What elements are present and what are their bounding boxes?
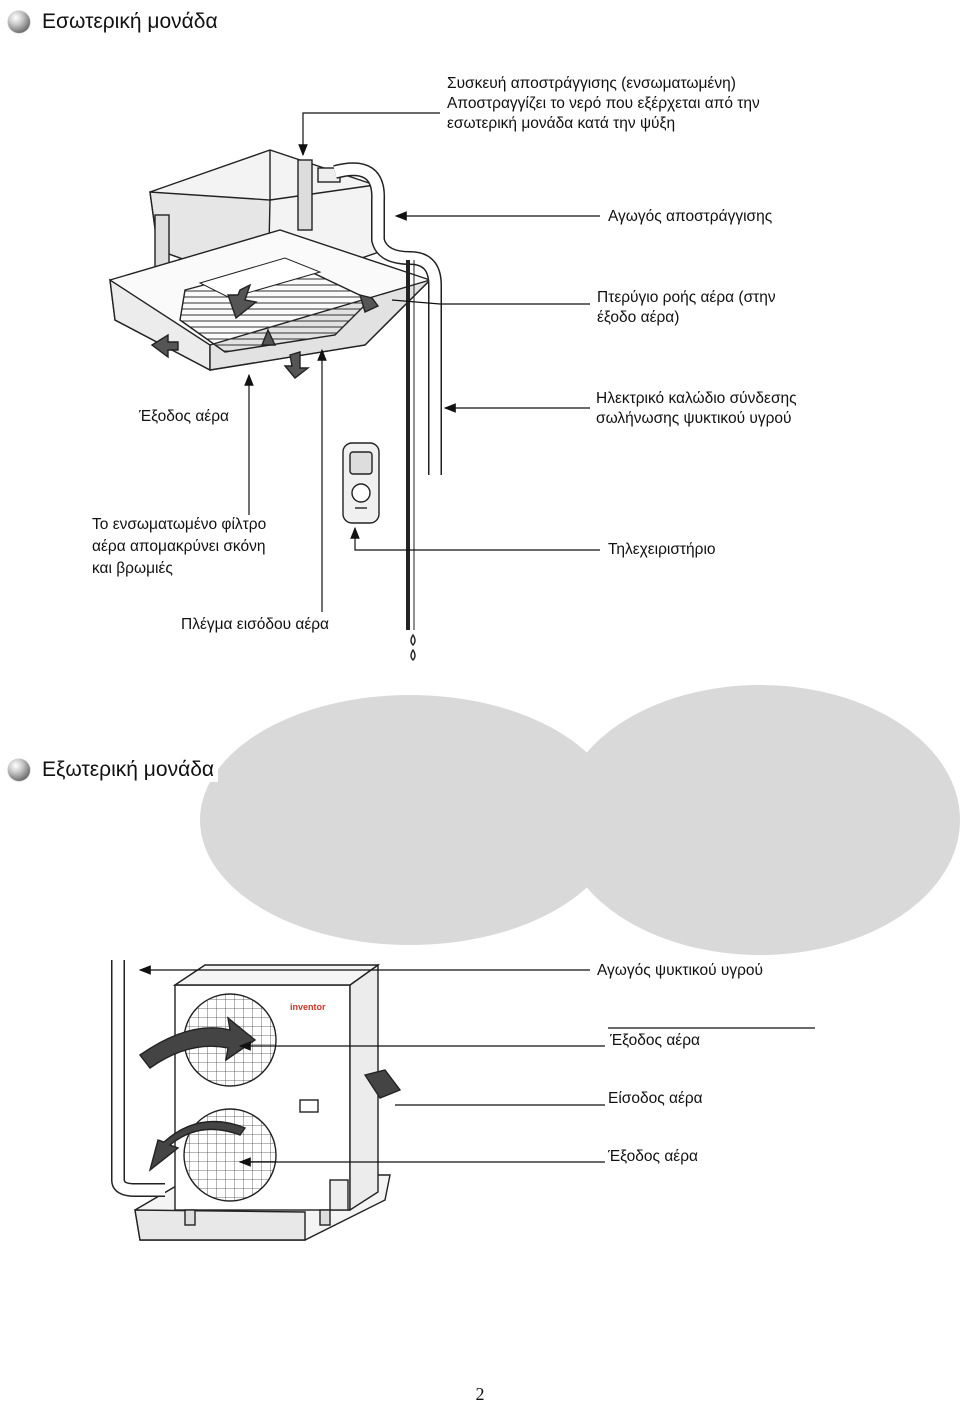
brand-logo: inventor	[290, 1002, 326, 1012]
indoor-leader-lines	[244, 112, 600, 612]
label-remote: Τηλεχειριστήριο	[608, 541, 716, 558]
label-air-outlet-top: Έξοδος αέρα	[610, 1032, 700, 1049]
label-filter-line2: αέρα απομακρύνει σκόνη	[92, 538, 266, 555]
indoor-section-heading: Εσωτερική μονάδα	[8, 10, 222, 34]
bullet-icon	[8, 11, 30, 33]
gray-shapes	[200, 685, 960, 955]
outdoor-unit-illustration: inventor	[111, 960, 402, 1241]
page-number: 2	[475, 1384, 485, 1404]
label-cable-line2: σωλήνωσης ψυκτικού υγρού	[596, 410, 792, 427]
indoor-heading-text: Εσωτερική μονάδα	[42, 10, 218, 33]
label-air-outlet-bottom: Έξοδος αέρα	[608, 1148, 698, 1165]
label-cable-line1: Ηλεκτρικό καλώδιο σύνδεσης	[596, 390, 797, 407]
label-refrigerant-pipe: Αγωγός ψυκτικού υγρού	[597, 962, 764, 979]
outdoor-section-heading: Εξωτερική μονάδα	[8, 758, 219, 782]
label-air-outlet-indoor: Έξοδος αέρα	[139, 408, 229, 425]
label-filter-line3: και βρωμιές	[92, 560, 173, 577]
indoor-unit-illustration	[109, 149, 442, 661]
bullet-icon	[8, 759, 30, 781]
label-drain-pump-line2: Αποστραγγίζει το νερό που εξέρχεται από …	[447, 95, 760, 112]
outdoor-heading-text: Εξωτερική μονάδα	[42, 758, 215, 781]
label-drain-pump-line1: Συσκευή αποστράγγισης (ενσωματωμένη)	[447, 75, 736, 92]
label-inlet-grille: Πλέγμα εισόδου αέρα	[181, 616, 330, 633]
label-louver-line1: Πτερύγιο ροής αέρα (στην	[597, 289, 776, 306]
label-drain-pipe: Αγωγός αποστράγγισης	[608, 208, 773, 225]
label-air-inlet: Είσοδος αέρα	[608, 1090, 703, 1107]
outdoor-leader-lines	[138, 965, 815, 1167]
label-filter-line1: Το ενσωματωμένο φίλτρο	[92, 516, 267, 533]
label-louver-line2: έξοδο αέρα)	[597, 309, 680, 326]
label-drain-pump-line3: εσωτερική μονάδα κατά την ψύξη	[447, 115, 676, 132]
